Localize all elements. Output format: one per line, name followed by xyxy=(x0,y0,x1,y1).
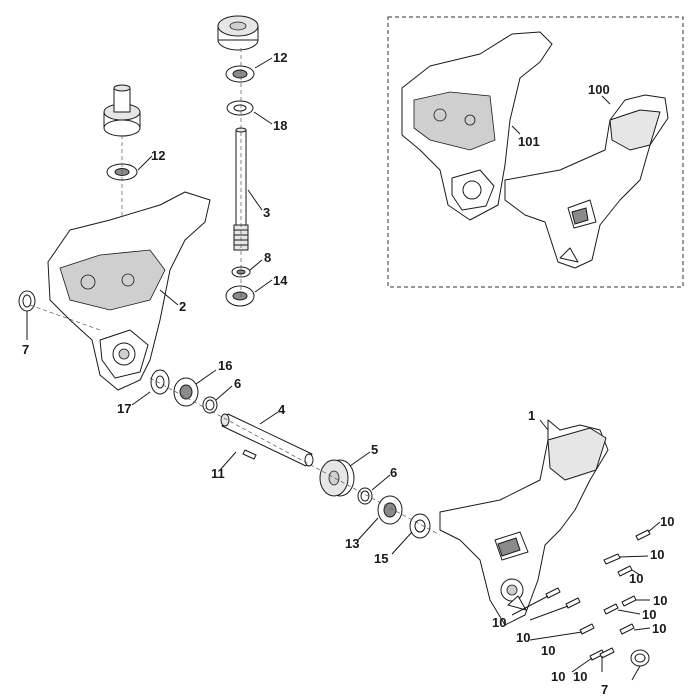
callout-2: 2 xyxy=(179,299,186,314)
seal-17 xyxy=(150,369,170,395)
housing-half-2 xyxy=(47,191,211,391)
seal-7-right xyxy=(630,649,650,667)
callout-10-f: 10 xyxy=(652,621,666,636)
callout-7-right: 7 xyxy=(601,682,608,697)
callout-8: 8 xyxy=(264,250,271,265)
callout-4: 4 xyxy=(278,402,286,417)
callout-10-k: 10 xyxy=(573,669,587,684)
callout-13: 13 xyxy=(345,536,359,551)
shaft-4 xyxy=(220,413,314,467)
callout-17: 17 xyxy=(117,401,131,416)
callout-10-j: 10 xyxy=(551,669,565,684)
callout-101: 101 xyxy=(518,134,540,149)
callout-10-b: 10 xyxy=(650,547,664,562)
callout-10-e: 10 xyxy=(642,607,656,622)
callout-11: 11 xyxy=(211,466,225,481)
bearing-14 xyxy=(225,285,255,307)
callout-6-right: 6 xyxy=(390,465,397,480)
callout-16: 16 xyxy=(218,358,232,373)
upper-gear xyxy=(217,15,259,51)
callout-100: 100 xyxy=(588,82,610,97)
ring-6-right xyxy=(357,487,373,505)
callout-10-c: 10 xyxy=(629,571,643,586)
callout-15: 15 xyxy=(374,551,388,566)
callout-12-left: 12 xyxy=(151,148,165,163)
ring-6-left xyxy=(202,396,218,414)
callout-10-h: 10 xyxy=(516,630,530,645)
inset-housing-half-101 xyxy=(401,31,553,221)
washer-18 xyxy=(226,100,254,116)
gear-5 xyxy=(319,459,355,497)
callout-10-g: 10 xyxy=(492,615,506,630)
inset-box xyxy=(387,16,684,288)
callout-12-upper: 12 xyxy=(273,50,287,65)
screws-10 xyxy=(545,529,651,661)
callout-10-a: 10 xyxy=(660,514,674,529)
callout-18: 18 xyxy=(273,118,287,133)
callout-10-d: 10 xyxy=(653,593,667,608)
callout-5: 5 xyxy=(371,442,378,457)
bearing-12-upper xyxy=(225,65,255,83)
callout-6-left: 6 xyxy=(234,376,241,391)
leader-lines xyxy=(26,57,661,681)
callout-3: 3 xyxy=(263,205,270,220)
bearing-13 xyxy=(377,495,403,525)
housing-half-1 xyxy=(439,419,609,626)
callout-14: 14 xyxy=(273,273,288,288)
left-gear xyxy=(103,84,141,137)
seal-15 xyxy=(409,513,431,539)
callout-1: 1 xyxy=(528,408,535,423)
callout-10-i: 10 xyxy=(541,643,555,658)
pin-11 xyxy=(242,449,257,460)
callout-7-left: 7 xyxy=(22,342,29,357)
inset-housing-half-100 xyxy=(504,94,669,269)
seal-7-left xyxy=(18,290,36,312)
